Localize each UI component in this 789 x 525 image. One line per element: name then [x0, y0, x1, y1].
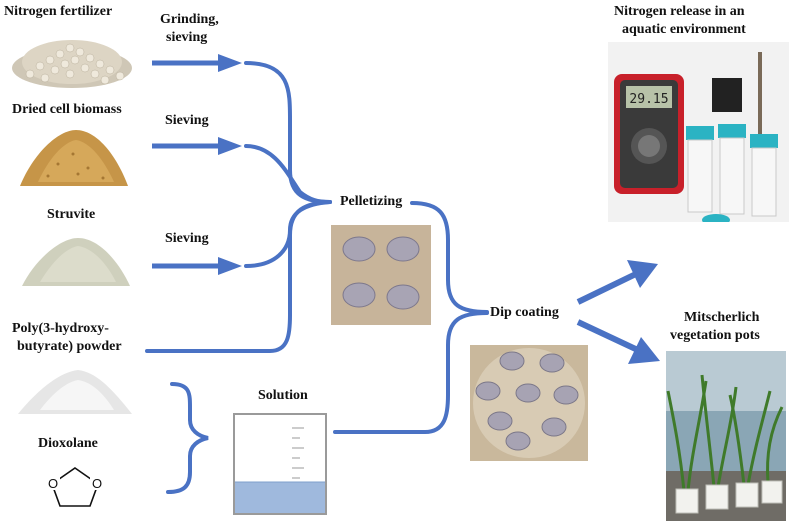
- coated-pellets-image: [470, 345, 588, 461]
- label-solution: Solution: [258, 388, 308, 403]
- vegetation-pots-photo: [666, 351, 786, 521]
- label-grinding-line2: sieving: [166, 30, 208, 45]
- arrow-to-pots: [576, 319, 642, 354]
- label-pelletizing: Pelletizing: [340, 194, 403, 209]
- label-phb-line1: Poly(3-hydroxy-: [12, 321, 109, 336]
- flow-line-phb: [145, 200, 332, 353]
- label-nitrogen-fertilizer: Nitrogen fertilizer: [4, 4, 113, 19]
- label-dip-coating: Dip coating: [490, 305, 559, 320]
- label-release-line2: aquatic environment: [622, 22, 746, 37]
- struvite-image: [22, 238, 130, 286]
- svg-text:O: O: [48, 476, 58, 491]
- phb-powder-image: [18, 370, 132, 414]
- nitrogen-fertilizer-image: [12, 40, 132, 88]
- label-phb-line2: butyrate) powder: [17, 339, 122, 354]
- beaker-solution-image: [233, 413, 327, 515]
- curly-brace: [166, 382, 209, 494]
- label-sieving-1: Sieving: [165, 113, 209, 128]
- label-dried-cell-biomass: Dried cell biomass: [12, 102, 122, 117]
- svg-text:O: O: [92, 476, 102, 491]
- label-grinding-line1: Grinding,: [160, 12, 219, 27]
- pellets-image: [331, 225, 431, 325]
- label-dioxolane: Dioxolane: [38, 436, 98, 451]
- label-pots-line1: Mitscherlich: [684, 310, 760, 325]
- label-sieving-2: Sieving: [165, 231, 209, 246]
- dioxolane-structure: O O: [46, 467, 104, 507]
- dried-cell-biomass-image: [20, 130, 128, 186]
- flow-line-fertilizer: [244, 61, 332, 204]
- arrow-to-release: [576, 270, 640, 305]
- label-release-line1: Nitrogen release in an: [614, 4, 745, 19]
- flow-line-pellets: [410, 201, 489, 314]
- label-pots-line2: vegetation pots: [670, 328, 760, 343]
- label-struvite: Struvite: [47, 207, 96, 222]
- nitrogen-release-photo: 29.15: [608, 42, 789, 222]
- flow-line-solution: [333, 311, 489, 434]
- multimeter-display: 29.15: [629, 92, 668, 107]
